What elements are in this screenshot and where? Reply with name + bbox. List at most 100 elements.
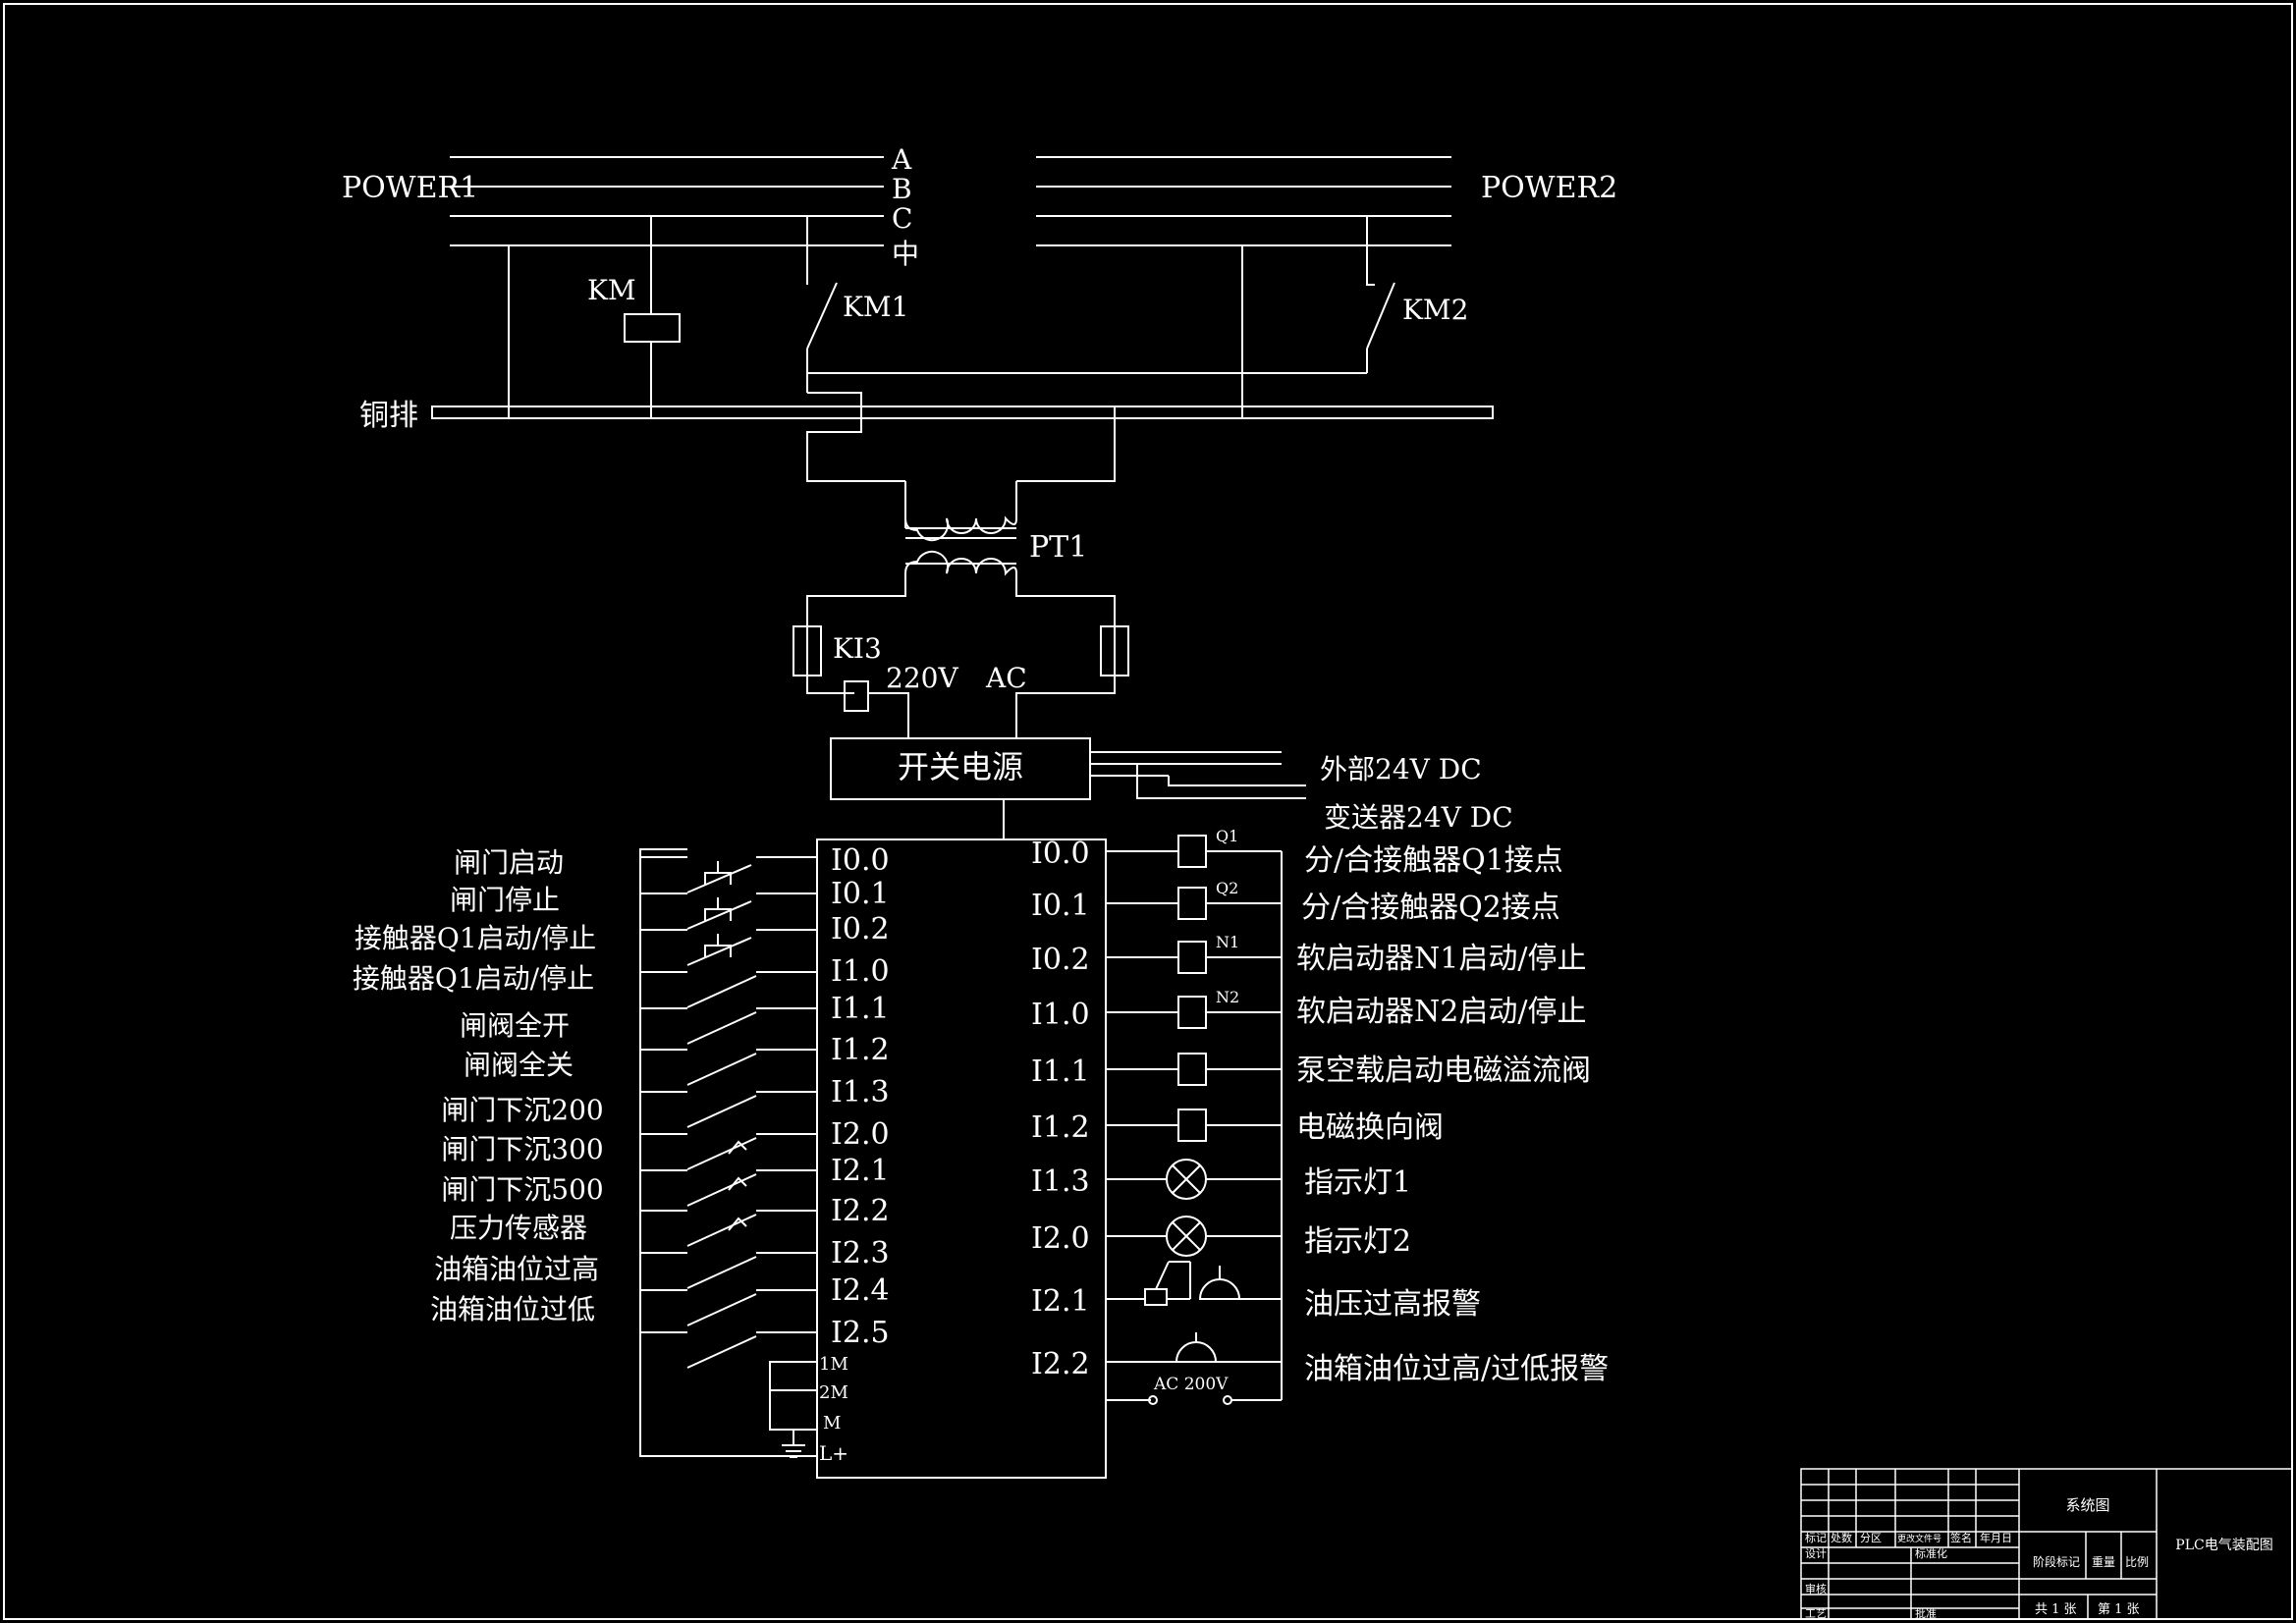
input-address: I2.4 bbox=[831, 1273, 890, 1308]
output-address: I0.1 bbox=[1031, 889, 1090, 923]
input-label: 接触器Q1启动/停止 bbox=[355, 922, 596, 954]
tb-review: 审核 bbox=[1805, 1582, 1827, 1596]
output-address: I2.2 bbox=[1031, 1347, 1090, 1381]
input-switch bbox=[686, 1053, 757, 1086]
tb-header-change-doc: 更改文件号 bbox=[1897, 1533, 1941, 1544]
secondary-wiring bbox=[793, 587, 1129, 738]
psu-label: 开关电源 bbox=[898, 748, 1023, 785]
input-label: 闸门下沉200 bbox=[441, 1094, 603, 1126]
input-switch bbox=[686, 1095, 757, 1128]
km-coil bbox=[508, 216, 681, 417]
power2-label: POWER2 bbox=[1481, 171, 1617, 205]
output-label: 分/合接触器Q1接点 bbox=[1304, 843, 1563, 878]
output-address: I0.0 bbox=[1031, 837, 1090, 871]
output-address: I1.2 bbox=[1031, 1110, 1090, 1145]
tb-header-count: 处数 bbox=[1831, 1532, 1852, 1544]
plc-output-labels: 分/合接触器Q1接点分/合接触器Q2接点软启动器N1启动/停止软启动器N2启动/… bbox=[1296, 843, 1609, 1386]
input-label: 闸门下沉500 bbox=[441, 1173, 603, 1206]
input-switch bbox=[686, 1011, 757, 1045]
terminal-m: M bbox=[823, 1413, 841, 1434]
plc-body bbox=[816, 839, 1107, 1479]
output-label: 软启动器N1启动/停止 bbox=[1296, 942, 1586, 976]
input-address: I1.2 bbox=[831, 1033, 890, 1067]
plc-input-wiring bbox=[640, 856, 817, 1369]
transformer-feed bbox=[806, 406, 1116, 499]
input-address: I2.5 bbox=[831, 1316, 890, 1350]
output-address: I2.1 bbox=[1031, 1284, 1090, 1319]
output-address: I2.0 bbox=[1031, 1221, 1090, 1256]
output-address: I1.3 bbox=[1031, 1164, 1090, 1199]
input-switch bbox=[686, 975, 757, 1008]
input-label: 闸门下沉300 bbox=[441, 1133, 603, 1165]
km2-label: KM2 bbox=[1402, 294, 1468, 326]
output-device bbox=[1106, 1261, 1282, 1306]
busbar-label: 铜排 bbox=[359, 399, 418, 433]
tb-header-zone: 分区 bbox=[1860, 1532, 1882, 1544]
plc-output-addresses: I0.0I0.1I0.2I1.0I1.1I1.2I1.3I2.0I2.1I2.2 bbox=[1031, 837, 1090, 1381]
tb-standardize: 标准化 bbox=[1915, 1546, 1947, 1560]
power-bus bbox=[450, 156, 1451, 246]
pt1-transformer bbox=[904, 499, 1017, 587]
output-address: I0.2 bbox=[1031, 943, 1090, 977]
output-device bbox=[1106, 1159, 1282, 1200]
output-label: 分/合接触器Q2接点 bbox=[1301, 891, 1560, 925]
output-device: Q1 bbox=[1106, 827, 1282, 868]
input-address: I0.2 bbox=[831, 912, 890, 947]
plc-terminal-wiring bbox=[639, 848, 817, 1458]
ki3-relay bbox=[844, 680, 869, 712]
tb-header-sign: 签名 bbox=[1950, 1531, 1972, 1544]
input-address: I2.2 bbox=[831, 1194, 890, 1228]
input-address: I1.0 bbox=[831, 954, 890, 989]
tb-approve: 批准 bbox=[1915, 1606, 1937, 1620]
input-switch bbox=[686, 897, 752, 930]
output-label: 电磁换向阀 bbox=[1296, 1110, 1444, 1145]
output-label: 指示灯2 bbox=[1304, 1224, 1411, 1259]
tb-sheet-no: 第 1 张 bbox=[2098, 1602, 2140, 1617]
output-device bbox=[1106, 1109, 1282, 1142]
input-switch bbox=[686, 1173, 757, 1207]
input-label: 闸门停止 bbox=[450, 884, 560, 916]
output-device: Q2 bbox=[1106, 879, 1282, 920]
tb-header-date: 年月日 bbox=[1980, 1531, 2012, 1544]
input-address: I1.1 bbox=[831, 992, 890, 1026]
input-label: 压力传感器 bbox=[450, 1212, 587, 1244]
input-switch bbox=[686, 1335, 757, 1369]
ac200-label: AC 200V bbox=[1153, 1375, 1229, 1394]
title-block bbox=[1800, 1468, 2293, 1620]
power1-label: POWER1 bbox=[342, 171, 478, 205]
km-label: KM bbox=[587, 274, 636, 306]
tb-design: 设计 bbox=[1805, 1547, 1827, 1560]
output-label: 指示灯1 bbox=[1304, 1165, 1411, 1200]
output-label: 泵空载启动电磁溢流阀 bbox=[1296, 1054, 1591, 1088]
input-address: I1.3 bbox=[831, 1075, 890, 1109]
output-device: N2 bbox=[1106, 988, 1282, 1029]
input-switch bbox=[686, 1214, 757, 1247]
input-switch bbox=[686, 934, 752, 966]
drawing-frame bbox=[3, 3, 2293, 1620]
output-address: I1.1 bbox=[1031, 1055, 1090, 1089]
ki3-label: KI3 bbox=[833, 632, 882, 665]
phase-c-label: C bbox=[892, 202, 912, 235]
input-address: I2.0 bbox=[831, 1117, 890, 1152]
input-switch bbox=[686, 1137, 757, 1170]
input-label: 油箱油位过高 bbox=[434, 1253, 599, 1285]
input-switch bbox=[686, 1256, 757, 1289]
copper-busbar bbox=[431, 406, 1494, 419]
psu-outputs bbox=[1003, 751, 1306, 840]
switching-psu bbox=[830, 737, 1091, 800]
coil-tag: N2 bbox=[1216, 988, 1239, 1006]
input-label: 油箱油位过低 bbox=[430, 1293, 595, 1325]
ac-label: AC bbox=[985, 662, 1027, 694]
output-device bbox=[1106, 1216, 1282, 1257]
output-label: 软启动器N2启动/停止 bbox=[1296, 995, 1586, 1029]
plc-input-addresses: I0.0I0.1I0.2I1.0I1.1I1.2I1.3I2.0I2.1I2.2… bbox=[831, 843, 890, 1350]
input-switch bbox=[686, 1293, 757, 1326]
input-address: I2.1 bbox=[831, 1154, 890, 1188]
output-address: I1.0 bbox=[1031, 998, 1090, 1032]
ext-24v-label: 外部24V DC bbox=[1320, 753, 1482, 785]
drawing-title: PLC电气装配图 bbox=[2175, 1538, 2272, 1553]
coil-tag: Q1 bbox=[1216, 827, 1238, 845]
terminal-2m: 2M bbox=[819, 1382, 848, 1403]
